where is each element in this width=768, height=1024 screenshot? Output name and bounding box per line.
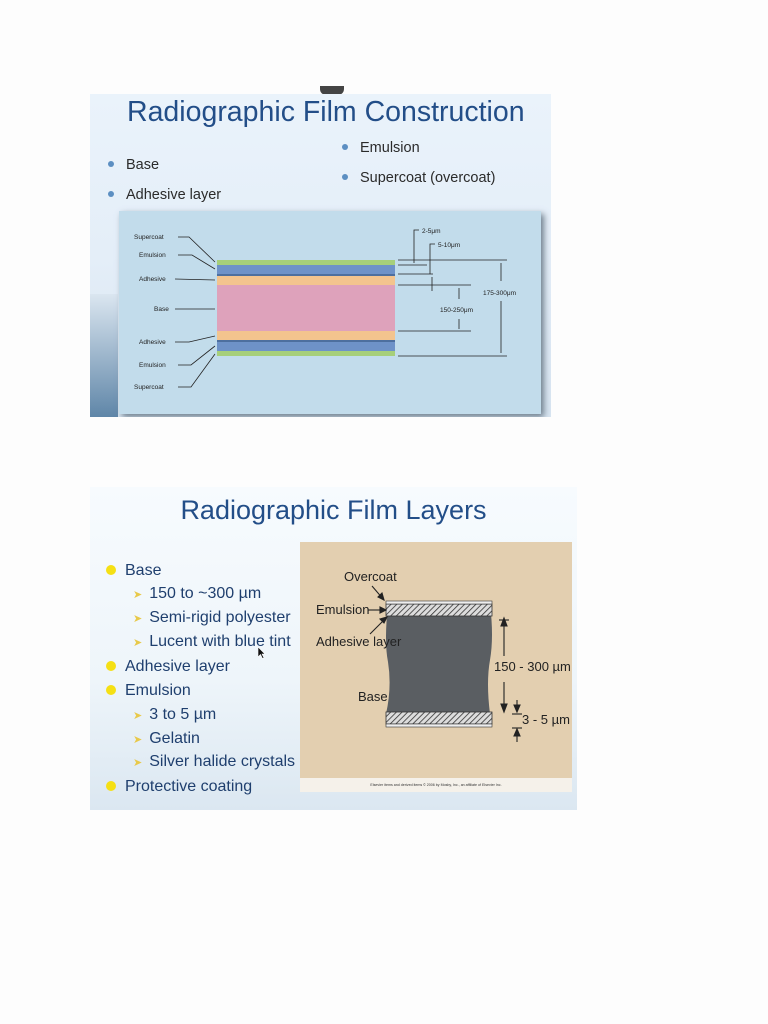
figure-credit-bar: Elsevier items and derived items © 2006 … — [300, 778, 572, 792]
bullet-base: Base — [108, 157, 159, 173]
layer-base — [217, 285, 395, 331]
sub-bullet-thickness: ➤150 to ~300 µm — [133, 585, 262, 602]
arrow-bullet-icon: ➤ — [133, 637, 143, 649]
label-base: Base — [154, 306, 169, 313]
bullet-base: Base — [106, 562, 161, 580]
bullet-dot-icon — [108, 161, 114, 168]
sub-bullet-polyester: ➤Semi-rigid polyester — [133, 609, 291, 626]
label-emulsion-top: Emulsion — [139, 252, 166, 259]
label-adhesive: Adhesive layer — [316, 634, 402, 649]
arrow-bullet-icon: ➤ — [133, 589, 143, 601]
sub-bullet-lucent: ➤Lucent with blue tint — [133, 633, 291, 650]
sub-bullet-emulsion-thickness: ➤3 to 5 µm — [133, 706, 217, 723]
bullet-dot-icon — [108, 191, 114, 198]
bullet-dot-icon — [342, 144, 348, 151]
layer-supercoat-bottom — [217, 351, 395, 356]
sub-bullet-silver-halide: ➤Silver halide crystals — [133, 753, 296, 770]
overcoat-top — [385, 600, 493, 605]
label-total-thickness: 150 - 300 µm — [494, 659, 571, 674]
arrow-bullet-icon: ➤ — [133, 613, 143, 625]
overcoat-bottom — [385, 723, 493, 728]
dim-base: 150-250μm — [440, 307, 473, 314]
bullet-dot-icon — [106, 684, 116, 695]
bullet-dot-icon — [342, 174, 348, 181]
slide-title: Radiographic Film Layers — [180, 495, 487, 525]
label-supercoat-bottom: Supercoat — [134, 384, 164, 391]
film-layers-diagram: Overcoat Emulsion Adhesive layer Base 15… — [300, 542, 572, 778]
bullet-dot-icon — [106, 660, 116, 671]
label-adhesive-top: Adhesive — [139, 276, 166, 283]
layer-edge — [217, 274, 395, 276]
film-layers-svg: Supercoat Emulsion Adhesive Base Adhesiv… — [134, 228, 516, 391]
base-layer — [386, 604, 492, 714]
layer-adhesive-bottom — [217, 331, 395, 340]
layer-edge — [217, 340, 395, 342]
label-supercoat-top: Supercoat — [134, 234, 164, 241]
figure-credit: Elsevier items and derived items © 2006 … — [370, 783, 502, 787]
dim-supercoat: 2-5μm — [422, 228, 441, 235]
film-construction-diagram: Supercoat Emulsion Adhesive Base Adhesiv… — [119, 211, 541, 414]
window-tab-handle — [320, 86, 344, 95]
bullet-emulsion: Emulsion — [342, 140, 420, 156]
dim-total: 175-300μm — [483, 290, 516, 297]
mouse-cursor-icon — [258, 647, 266, 659]
slide-title: Radiographic Film Construction — [127, 96, 525, 128]
bullet-protective-coating: Protective coating — [106, 778, 252, 796]
label-adhesive-bottom: Adhesive — [139, 339, 166, 346]
label-base: Base — [358, 689, 388, 704]
bullet-supercoat: Supercoat (overcoat) — [342, 170, 495, 186]
arrow-bullet-icon: ➤ — [133, 710, 143, 722]
layer-emulsion-top — [217, 265, 395, 274]
layer-adhesive-top — [217, 276, 395, 285]
slide-film-layers: Radiographic Film Layers Base ➤150 to ~3… — [90, 487, 577, 810]
film-cross-section-svg: Overcoat Emulsion Adhesive layer Base 15… — [316, 569, 571, 742]
slide-film-construction: Radiographic Film Construction Base Adhe… — [90, 94, 551, 417]
arrow-bullet-icon: ➤ — [133, 757, 143, 769]
layer-emulsion-bottom — [217, 342, 395, 351]
bullet-adhesive: Adhesive layer — [106, 658, 230, 676]
label-emulsion-thickness: 3 - 5 µm — [522, 712, 570, 727]
slide-decoration-strip — [90, 294, 118, 417]
label-emulsion: Emulsion — [316, 602, 369, 617]
emulsion-bottom — [385, 711, 493, 725]
sub-bullet-gelatin: ➤Gelatin — [133, 730, 200, 747]
bullet-dot-icon — [106, 564, 116, 575]
bullet-adhesive-layer: Adhesive layer — [108, 187, 221, 203]
emulsion-top — [385, 603, 493, 617]
layer-supercoat-top — [217, 260, 395, 265]
dim-emulsion: 5-10μm — [438, 242, 460, 249]
label-overcoat: Overcoat — [344, 569, 397, 584]
bullet-emulsion: Emulsion — [106, 682, 191, 700]
arrow-bullet-icon: ➤ — [133, 734, 143, 746]
label-emulsion-bottom: Emulsion — [139, 362, 166, 369]
bullet-dot-icon — [106, 780, 116, 791]
